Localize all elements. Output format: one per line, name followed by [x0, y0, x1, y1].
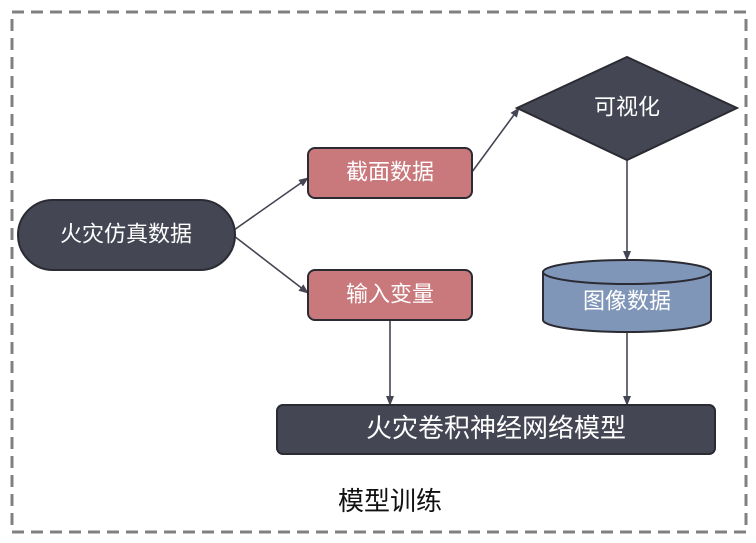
node-fire-simulation-data: 火灾仿真数据	[17, 199, 236, 271]
node-visualization: 可视化	[514, 55, 740, 162]
node-label: 输入变量	[346, 283, 434, 308]
node-section-data: 截面数据	[307, 147, 473, 199]
arrow-source-to-input	[233, 235, 309, 294]
frame-caption: 模型训练	[338, 487, 442, 517]
node-label: 可视化	[594, 96, 660, 121]
arrow-source-to-section	[233, 177, 309, 231]
node-label: 图像数据	[583, 290, 671, 315]
node-shape	[514, 55, 740, 162]
node-shape	[17, 199, 236, 271]
arrow-section-to-visualize	[471, 107, 520, 173]
node-shape	[307, 147, 473, 199]
connectors	[233, 107, 631, 406]
node-shape	[276, 404, 716, 455]
node-image-data: 图像数据	[542, 259, 712, 333]
node-input-variables: 输入变量	[307, 269, 473, 321]
node-fire-cnn-model: 火灾卷积神经网络模型	[276, 404, 716, 455]
node-label: 火灾卷积神经网络模型	[366, 414, 626, 444]
node-shape	[307, 269, 473, 321]
cylinder-body	[542, 271, 712, 333]
training-frame	[10, 10, 748, 534]
node-label: 火灾仿真数据	[60, 223, 192, 248]
node-label: 截面数据	[346, 161, 434, 186]
cylinder-top	[542, 259, 712, 285]
